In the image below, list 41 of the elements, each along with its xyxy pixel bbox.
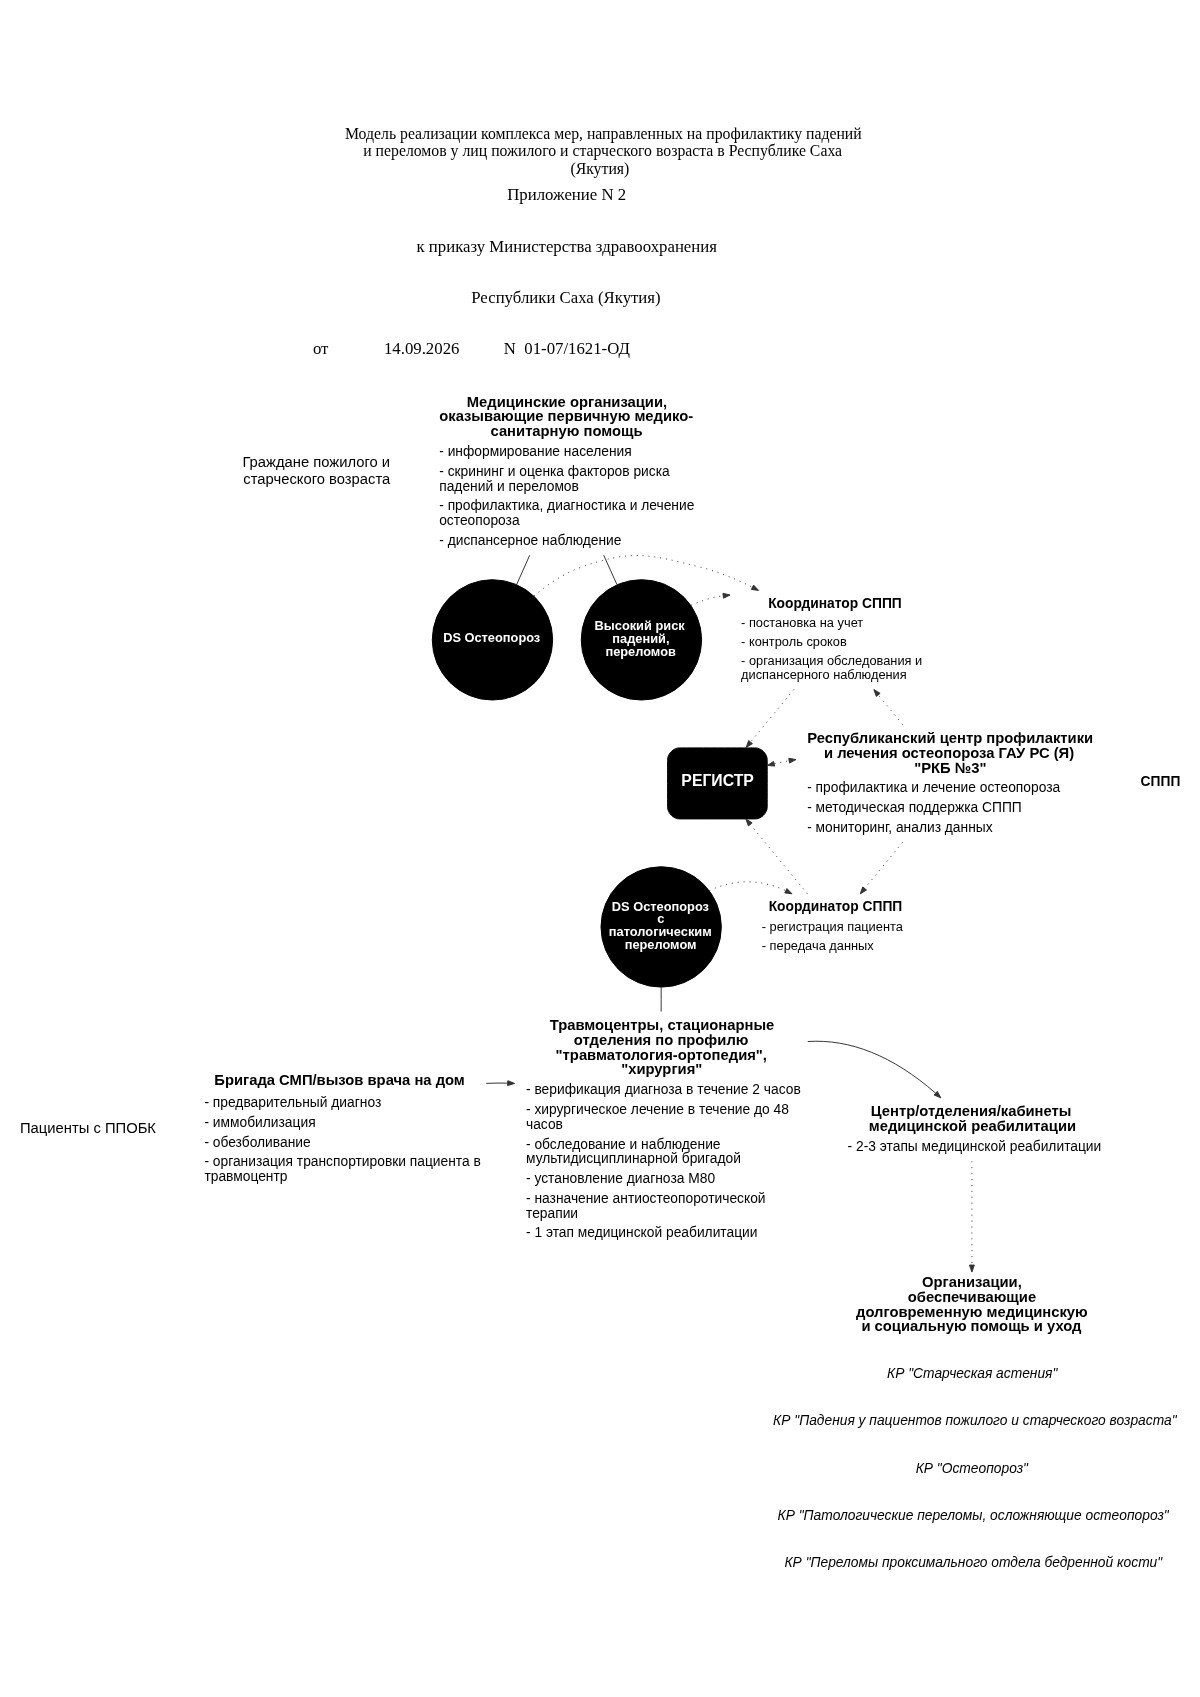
label: КР "Падения у пациентов пожилого и старческого возраста" (773, 1411, 1177, 1428)
diagram-title: Модель реализации комплекса мер, направленных на профилактику падений и переломов у лиц пожилого и старческого возраста в Республике Саха (Якутия) (344, 124, 862, 177)
connector (660, 986, 662, 1012)
label: КР "Патологические переломы, осложняющие остеопороз" (777, 1506, 1169, 1523)
label: КР "Старческая астения" (887, 1364, 1058, 1381)
label: КР "Переломы проксимального отдела бедренной кости" (784, 1553, 1163, 1570)
label: КР "Остеопороз" (915, 1459, 1028, 1476)
label: к приказу Министерства здравоохранения (416, 236, 717, 256)
arrow (807, 1040, 942, 1098)
arrow (533, 554, 760, 596)
node-text: Травмоцентры, стационарные отделения по профилю "травматология-ортопедия", "хирургия" - верификация диагноза в течение 2 часов - хирургическое лечение в течение до 48 часов - обследование и наблюдение мультидисциплинарной бригадой - установление диагноза М80 - назначение антиостеопоротической терапии - 1 этап медицинской реабилитации (526, 1016, 801, 1240)
label: СППП (1140, 772, 1181, 789)
arrow (745, 688, 795, 748)
node-text: Организации, обеспечивающие долговременную медицинскую и социальную помощь и уход (856, 1273, 1088, 1334)
arrow (873, 688, 904, 725)
node-text: Медицинские организации, оказывающие первичную медико-санитарную помощь - информирование населения - скрининг и оценка факторов риска падений и переломов - профилактика, диагностика и лечение остеопороза - диспансерное наблюдение (439, 393, 695, 548)
arrow (485, 1079, 516, 1086)
connector (516, 554, 531, 585)
label: от (312, 338, 329, 358)
node-text: Республиканский центр профилактики и лечения остеопороза ГАУ РС (Я) "РКБ №3" - профилактика и лечение остеопороза - методическая поддержка СППП - мониторинг, анализ данных (807, 729, 1094, 835)
arrow (859, 841, 903, 894)
label: 14.09.2026 (383, 338, 460, 358)
node-circle: DS Остеопороз с патологическим переломом (600, 865, 722, 988)
node-box: РЕГИСТР (667, 746, 768, 819)
node-circle: Высокий риск падений, переломов (580, 578, 703, 701)
node-text: Граждане пожилого и старческого возраста (242, 453, 391, 486)
node-circle: DS Остеопороз (431, 578, 554, 701)
arrow (969, 1160, 975, 1272)
label: Приложение N 2 (507, 184, 627, 204)
node-text: Координатор СППП - регистрация пациента - передача данных (761, 897, 903, 953)
node-text: Центр/отделения/кабинеты медицинской реабилитации - 2-3 этапы медицинской реабилитации (847, 1102, 1102, 1154)
arrow (708, 880, 793, 894)
arrow (745, 818, 808, 894)
node-text: Пациенты с ППОБК (19, 1119, 156, 1136)
node-text: Бригада СМП/вызов врача на дом - предварительный диагноз - иммобилизация - обезболивание - организация транспортировки пациента в травмоцентр (204, 1071, 481, 1184)
connector (603, 554, 618, 585)
label: N 01-07/1621-ОД (503, 338, 630, 358)
node-text: Координатор СППП - постановка на учет - контроль сроков - организация обследования и диспансерного наблюдения (741, 594, 923, 682)
arrow (766, 757, 797, 767)
label: Республики Саха (Якутия) (471, 287, 661, 307)
arrow (690, 592, 731, 606)
